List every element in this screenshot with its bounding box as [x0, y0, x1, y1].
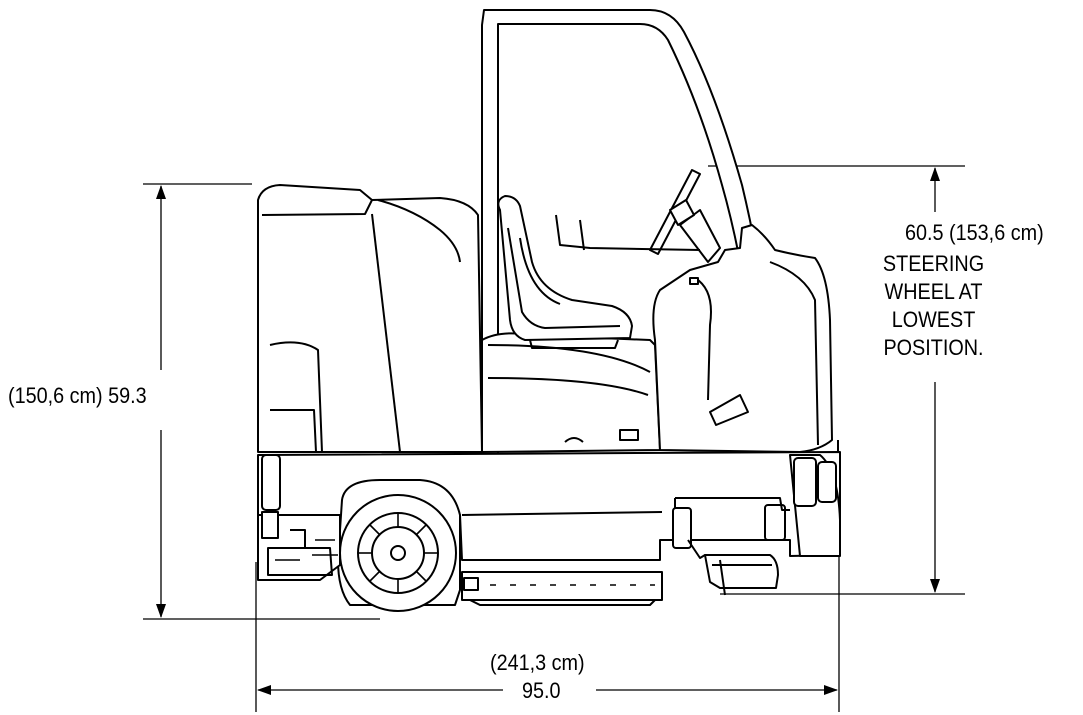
- height-label: (150,6 cm) 59.3: [8, 383, 147, 409]
- steering-note-line-3: LOWEST: [891, 307, 976, 332]
- front-cowl: [652, 224, 833, 453]
- rear-tank: [257, 184, 483, 453]
- steering-note-line-1: STEERING: [882, 251, 985, 276]
- steering-note: STEERING WHEEL AT LOWEST POSITION.: [875, 250, 992, 362]
- steering-note-line-4: POSITION.: [883, 335, 984, 360]
- steering-inch-value: 60.5: [905, 220, 944, 245]
- height-cm-value: (150,6 cm): [8, 383, 103, 408]
- height-inch-value: 59.3: [108, 383, 147, 408]
- dimension-lines: [143, 165, 965, 712]
- machine-outline: [257, 9, 841, 612]
- scrub-deck: [461, 571, 663, 601]
- length-inch-value: 95.0: [522, 678, 561, 703]
- steering-note-line-2: WHEEL AT: [884, 279, 983, 304]
- steering-height-label: 60.5 (153,6 cm): [905, 220, 1044, 246]
- squeegee-assembly: [704, 554, 779, 589]
- operator-seat: [497, 195, 633, 341]
- length-cm-value: (241,3 cm): [490, 650, 585, 675]
- steering-cm-value: (153,6 cm): [949, 220, 1044, 245]
